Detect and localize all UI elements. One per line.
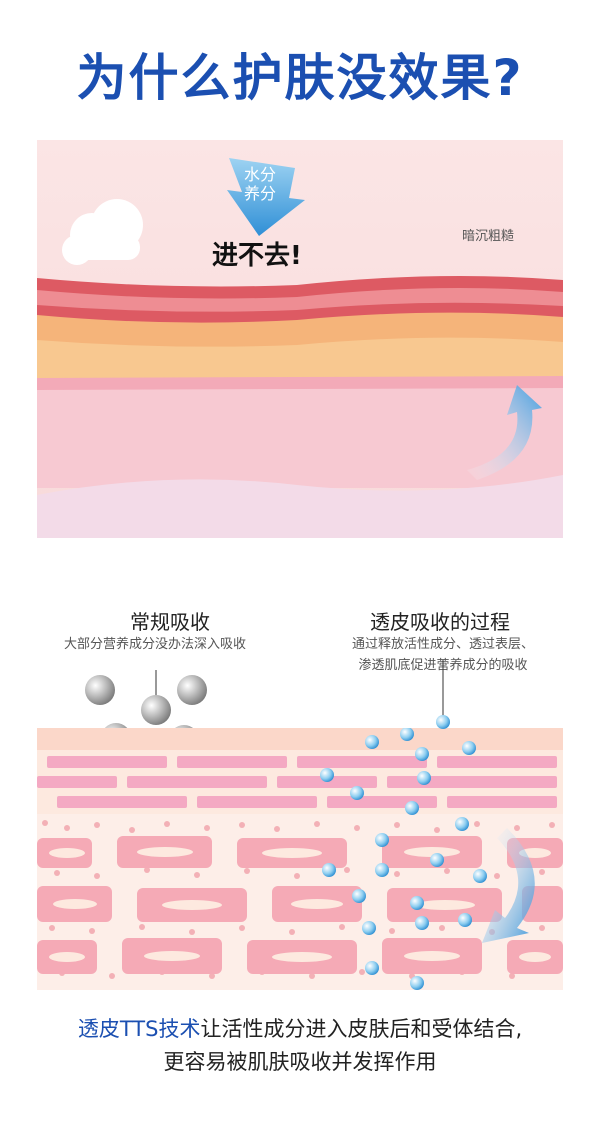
arrow-text-nutrient: 养分 [243,184,276,203]
regular-absorption-heading: 常规吸收 [130,610,210,634]
bottom-line1-rest: 让活性成分进入皮肤后和受体结合, [200,1017,523,1041]
skin-cross-section-graphic [37,727,563,990]
skin-layers-graphic [37,140,563,538]
blue-molecules [320,727,487,990]
arrow-text-water: 水分 [243,165,276,184]
dull-rough-label: 暗沉粗糙 [462,229,515,244]
blocked-text: 进不去! [212,241,302,271]
down-arrow-icon [482,828,535,943]
tts-highlight: 透皮TTS技术 [77,1017,201,1041]
down-arrow-icon [227,158,305,236]
cloud-icon [62,199,143,265]
transdermal-heading: 透皮吸收的过程 [370,610,510,634]
absorption-comparison-illustration [37,727,563,990]
up-arrow-icon [467,385,542,480]
regular-absorption-desc: 大部分营养成分没办法深入吸收 [63,637,246,652]
transdermal-desc-line1: 通过释放活性成分、透过表层、 [351,637,534,652]
skin-blocked-illustration: 水分 养分 进不去! 暗沉粗糙 [37,140,563,538]
transdermal-pointer [436,660,450,729]
page-title: 为什么护肤没效果? [76,49,524,107]
bottom-text-line1: 透皮TTS技术让活性成分进入皮肤后和受体结合, [0,1013,600,1043]
bottom-text-line2: 更容易被肌肤吸收并发挥作用 [163,1050,437,1074]
